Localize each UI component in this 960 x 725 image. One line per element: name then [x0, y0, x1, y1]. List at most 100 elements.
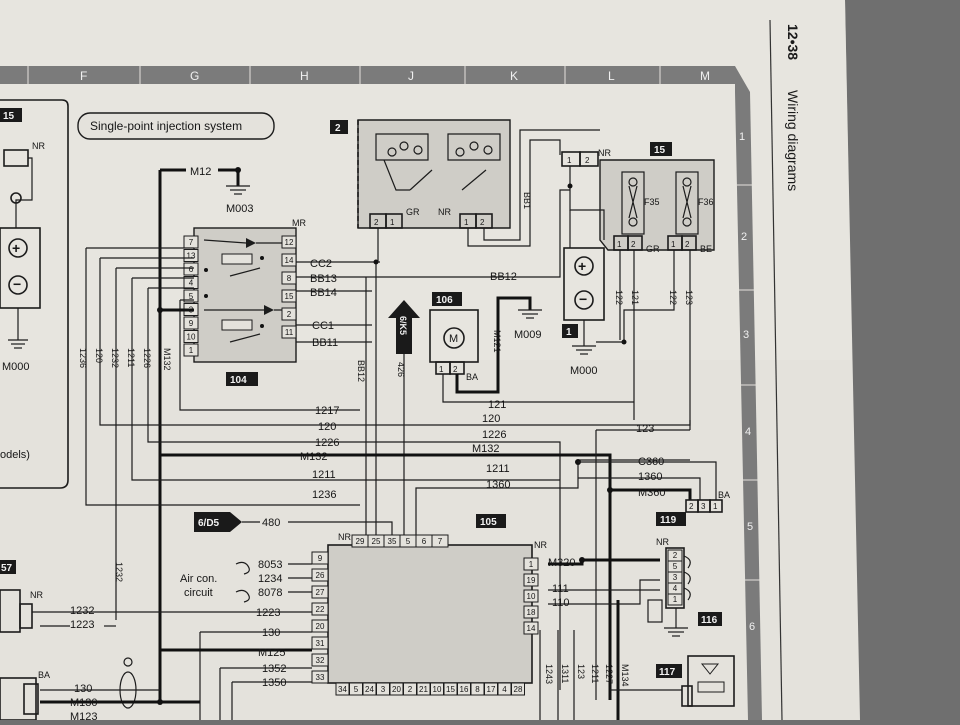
m121-label: M121	[492, 330, 502, 353]
h1360-label: 1360	[486, 479, 510, 491]
w1211-label: 1211	[126, 348, 136, 367]
ecu-105-bottom-pin-label: 28	[514, 685, 523, 694]
ecu-105-left-pin-box	[311, 602, 329, 616]
system-label-pill: Single-point injection system	[77, 112, 275, 140]
hm132-label: M132	[300, 451, 328, 463]
relay-104-left-pin-box	[183, 289, 199, 303]
w122-a-label: 122	[614, 290, 624, 305]
grid-row-5: 5	[747, 521, 753, 533]
svg-text:−: −	[579, 291, 587, 307]
ecu-105-right-pin-label: 10	[527, 592, 536, 601]
c119-pin-a: 2	[689, 502, 694, 511]
c106-pin-b: 2	[453, 365, 458, 374]
ecu-105-right-pin-box	[523, 589, 539, 603]
h1223-b-label: 1223	[70, 619, 94, 631]
component-2-sensor: 2 2 1 GR NR 1 2 BB1	[330, 119, 600, 262]
relay-104-left-pin-label: 5	[189, 292, 194, 301]
ecu-105-left-pin-label: 22	[316, 605, 325, 614]
switch-116-pin-label: 4	[673, 584, 678, 593]
v1311-label: 1311	[560, 664, 570, 683]
grid-col-l: L	[608, 69, 615, 83]
h1234-label: 1234	[258, 573, 282, 585]
svg-text:−: −	[13, 276, 21, 292]
component-15-left-badge	[0, 108, 22, 122]
ecu-105-left-pin-label: 9	[318, 554, 323, 563]
switch-116-pin-label: 5	[673, 562, 678, 571]
mr-label: MR	[292, 218, 306, 228]
nr-105-right-label: NR	[534, 540, 547, 550]
h1211-label: 1211	[312, 469, 336, 481]
c2-pin-left-b: 1	[390, 218, 395, 227]
ecu-right-wires: M320 111 110 1243 1311 123 1211 1227 M13…	[539, 557, 660, 720]
cc1-label: CC1	[312, 320, 334, 332]
grid-col-f: F	[80, 69, 87, 83]
relay-104-left-pin-label: 9	[189, 319, 194, 328]
h1350-label: 1350	[262, 677, 286, 689]
ecu-105-bottom-pin-label: 21	[419, 685, 428, 694]
ecu-105-left-pin-label: 20	[316, 622, 325, 631]
grid-row-1: 1	[739, 131, 745, 143]
ecu-105-right-pin-label: 14	[527, 624, 536, 633]
ecu-105-top-pin-label: 6	[422, 537, 427, 546]
h1211-right-label: 1211	[486, 463, 510, 475]
gr-15-label: GR	[646, 244, 660, 254]
ecu-105-right-pin-label: 19	[527, 576, 536, 585]
c119-pin-c: 1	[713, 502, 718, 511]
relay-104-left-pin-label: 10	[187, 333, 196, 342]
ecu-105-left-pin-box	[311, 670, 329, 684]
m12-wire-label: M12	[190, 166, 211, 178]
ecu-105-bottom-pin-label: 10	[433, 685, 442, 694]
relay-104-right-pin-box	[281, 271, 297, 285]
nr-105-left-label: NR	[338, 532, 351, 542]
component-1-label: 1	[566, 327, 572, 338]
component-106-label: 106	[436, 295, 453, 306]
ecu-105-left-pin-label: 33	[316, 673, 325, 682]
page-title: Wiring diagrams	[785, 90, 801, 191]
ecu-105-bottom-pin-label: 17	[487, 685, 496, 694]
relay-104-right-pin-label: 8	[287, 274, 292, 283]
grid-col-g: G	[190, 69, 199, 83]
m132-vertical-label: M132	[162, 348, 172, 371]
switch-116-pin-label: 3	[673, 573, 678, 582]
page-margin-line	[769, 19, 783, 721]
f36-pin-a: 1	[671, 240, 676, 249]
component-15-label: 15	[654, 145, 666, 156]
component-117-unit: 117	[610, 655, 735, 707]
aircon-line2: circuit	[184, 587, 213, 599]
h480-label: 480	[262, 517, 280, 529]
ecu-105-bottom-pin-label: 34	[338, 685, 347, 694]
ground-m000-left-label: M000	[2, 361, 30, 373]
ecu-105-right-pin-label: 1	[529, 560, 534, 569]
m360-label: M360	[638, 487, 666, 499]
ecu-105-top-pin-label: 25	[372, 537, 381, 546]
bb1-label: BB1	[522, 192, 532, 209]
h1226-right-label: 1226	[482, 429, 506, 441]
svg-text:+: +	[12, 240, 20, 256]
nr-top-left-label: NR	[32, 141, 45, 151]
svg-text:+: +	[578, 258, 586, 274]
column-grid-band: F G H J K L M	[0, 66, 750, 92]
arrow-6d5: 6/D5 480	[194, 512, 393, 535]
system-label-text: Single-point injection system	[90, 119, 242, 133]
h1360-right-label: 1360	[638, 471, 662, 483]
hm123-label: M123	[70, 711, 98, 720]
ecu-105-bottom-pin-label: 16	[460, 685, 469, 694]
ecu-105-top-pin-label: 29	[356, 537, 365, 546]
h1226-label: 1226	[315, 437, 339, 449]
nr-116-label: NR	[656, 537, 669, 547]
component-1-battery: + − 1 M000	[562, 247, 624, 377]
gr-label-2: GR	[406, 207, 420, 217]
ecu-105-bottom-pin-label: 5	[354, 685, 359, 694]
ecu-105-right-pin-label: 18	[527, 608, 536, 617]
ecu-105-bottom-pin-box	[511, 682, 525, 696]
c15-top-pin-b: 2	[585, 156, 590, 165]
arrow-6d5-label: 6/D5	[198, 518, 220, 529]
relay-104-right-pin-label: 14	[285, 256, 294, 265]
ecu-105-right-pin-box	[523, 557, 539, 571]
svg-text:M: M	[449, 333, 458, 345]
h130-b-label: 130	[74, 683, 92, 695]
ecu-105-top-pin-box	[431, 534, 449, 548]
cc2-label: CC2	[310, 258, 332, 270]
